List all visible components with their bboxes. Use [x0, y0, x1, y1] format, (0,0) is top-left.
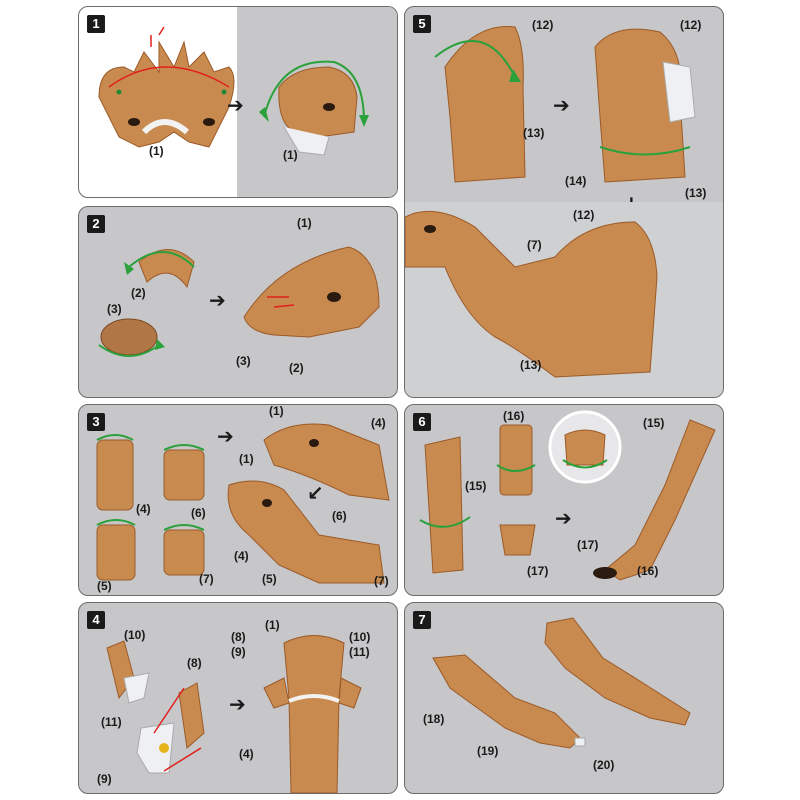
label-2-muzzle-b: (3)	[236, 354, 251, 368]
step-6-illustration: (16) (15) (15) ➔ (17) (17) (16)	[405, 405, 724, 596]
step-7-panel: 7 (18) (19) (20)	[404, 602, 724, 794]
label-7-20: (20)	[593, 758, 614, 772]
leg-pieces	[420, 425, 535, 573]
next-arrow: ➔	[229, 692, 246, 716]
label-3-5: (5)	[97, 579, 112, 593]
label-3-4: (4)	[136, 502, 151, 516]
label-4-8b: (8)	[231, 630, 246, 644]
step-5-panel: 5 (12) (13) ➔ (12) (14) (13) ↓ (12) (7) …	[404, 6, 724, 398]
label-4-9b: (9)	[231, 645, 246, 659]
label-2-muzzle: (3)	[107, 302, 122, 316]
label-3-head: (1)	[269, 405, 284, 418]
step-1-illustration: (1) ➔ (1)	[79, 7, 398, 198]
label-7-19: (19)	[477, 744, 498, 758]
next-arrow: ➔	[209, 288, 226, 312]
step-2-illustration: (2) (3) ➔ (1) (3) (2)	[79, 207, 398, 398]
neck-strip-piece	[124, 250, 194, 288]
label-3-4b: (4)	[234, 549, 249, 563]
next-arrow: ➔	[553, 93, 570, 117]
label-4-4: (4)	[239, 747, 254, 761]
legs-finished	[433, 618, 690, 748]
next-arrow: ➔	[555, 506, 572, 530]
label-6-16: (16)	[503, 409, 524, 423]
step-4-panel: 4 (10) (11) (8) (9) ➔ (8) (9) (1) (10) (…	[78, 602, 398, 794]
label-5-13b: (13)	[685, 186, 706, 200]
label-6-16b: (16)	[637, 564, 658, 578]
head-folded-piece	[259, 62, 369, 155]
down-arrow: ↙	[307, 481, 324, 505]
label-7-18: (18)	[423, 712, 444, 726]
label-6-15: (15)	[465, 479, 486, 493]
label-5-13: (13)	[523, 126, 544, 140]
next-arrow: ➔	[217, 424, 234, 448]
step-6-panel: 6 (16) (15) (15) ➔ (17) (17) (16)	[404, 404, 724, 596]
label-4-1: (1)	[265, 618, 280, 632]
hump-piece-open	[435, 27, 525, 183]
label-6-17b: (17)	[577, 538, 598, 552]
step-2-panel: 2 (2) (3) ➔ (1) (3) (2)	[78, 206, 398, 398]
head-flat-piece	[99, 27, 234, 147]
label-2-strip: (2)	[131, 286, 146, 300]
label-1a: (1)	[149, 144, 164, 158]
step-7-illustration: (18) (19) (20)	[405, 603, 724, 794]
label-5-7: (7)	[527, 238, 542, 252]
step-4-illustration: (10) (11) (8) (9) ➔ (8) (9) (1) (10) (11…	[79, 603, 398, 794]
label-3-5b: (5)	[262, 572, 277, 586]
hump-piece-closed	[595, 29, 695, 182]
head-top-view	[264, 636, 361, 794]
label-4-8: (8)	[187, 656, 202, 670]
label-4-10: (10)	[124, 628, 145, 642]
label-6-15b: (15)	[643, 416, 664, 430]
assembled-head-2	[244, 247, 379, 337]
label-1b: (1)	[283, 148, 298, 162]
label-6-17: (17)	[527, 564, 548, 578]
label-5-12b: (12)	[680, 18, 701, 32]
step-1-panel: 1 (1) ➔ (1)	[78, 6, 398, 198]
label-5-12: (12)	[532, 18, 553, 32]
label-5-12c: (12)	[573, 208, 594, 222]
label-3-7: (7)	[199, 572, 214, 586]
step-5-illustration: (12) (13) ➔ (12) (14) (13) ↓ (12) (7) (1…	[405, 7, 724, 398]
step-3-illustration: (4) (6) (5) (7) ➔ (1) (4) (1) ↙ (6) (4) …	[79, 405, 398, 596]
label-3-6b: (6)	[332, 509, 347, 523]
label-2-head: (1)	[297, 216, 312, 230]
label-3-head-b: (1)	[239, 452, 254, 466]
label-5-13c: (13)	[520, 358, 541, 372]
label-2-strip-b: (2)	[289, 361, 304, 375]
label-5-14: (14)	[565, 174, 586, 188]
label-4-11: (11)	[101, 715, 122, 729]
muzzle-piece	[99, 319, 165, 356]
label-3-neck4: (4)	[371, 416, 386, 430]
label-4-10b: (10)	[349, 630, 370, 644]
label-4-11b: (11)	[349, 645, 370, 659]
label-4-9: (9)	[97, 772, 112, 786]
head-neck-hump-assembly	[405, 202, 724, 398]
detail-circle	[550, 412, 620, 482]
label-3-6: (6)	[191, 506, 206, 520]
label-3-7b: (7)	[374, 574, 389, 588]
step-3-panel: 3 (4) (6) (5) (7) ➔ (1) (4) (1) ↙ (6) (4…	[78, 404, 398, 596]
next-arrow: ➔	[227, 93, 244, 117]
